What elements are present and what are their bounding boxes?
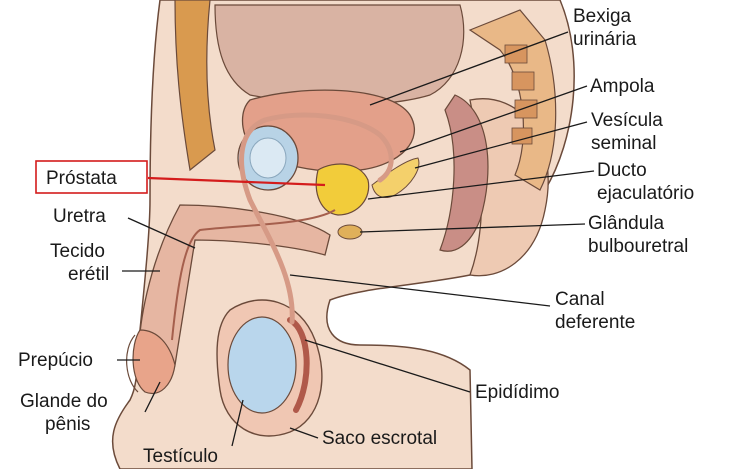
label-vesicula-2: seminal	[591, 133, 656, 154]
bulbourethral-gland	[338, 225, 362, 239]
label-glandula-1: Glândula	[588, 213, 664, 234]
label-epididimo: Epidídimo	[475, 382, 560, 403]
label-ampola: Ampola	[590, 76, 655, 97]
label-prostata: Próstata	[46, 168, 117, 189]
pubic-bone-inner	[250, 138, 286, 178]
label-glande-2: pênis	[45, 414, 90, 435]
label-ducto-2: ejaculatório	[597, 183, 694, 204]
label-ducto-1: Ducto	[597, 160, 647, 181]
label-canal-2: deferente	[555, 312, 635, 333]
label-glande-1: Glande do	[20, 391, 108, 412]
label-bexiga-2: urinária	[573, 29, 637, 50]
label-canal-1: Canal	[555, 289, 605, 310]
label-prepucio: Prepúcio	[18, 350, 93, 371]
intestines	[215, 5, 464, 104]
label-vesicula-1: Vesícula	[591, 110, 663, 131]
label-uretra: Uretra	[53, 206, 106, 227]
testis	[228, 317, 296, 413]
label-bexiga-1: Bexiga	[573, 6, 632, 27]
label-glandula-2: bulbouretral	[588, 236, 688, 257]
label-saco: Saco escrotal	[322, 428, 437, 449]
label-tecido-2: erétil	[68, 264, 109, 285]
sacrum-seg	[512, 72, 534, 90]
label-tecido-1: Tecido	[50, 241, 105, 262]
label-testiculo: Testículo	[143, 446, 218, 467]
sacrum-seg	[515, 100, 537, 118]
